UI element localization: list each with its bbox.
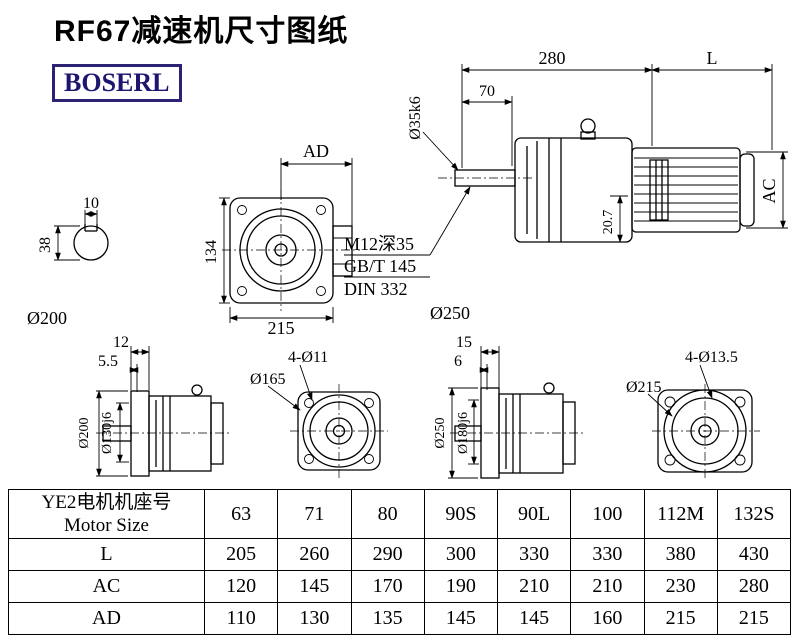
- dim-L-label: L: [707, 48, 718, 68]
- cell-AD-132S: 215: [716, 602, 792, 635]
- cell-AC-63: 120: [203, 570, 279, 603]
- table-row-L: L 205 260 290 300 330 330 380 430: [8, 538, 792, 571]
- size-80: 80: [350, 489, 425, 539]
- cell-AC-90S: 190: [423, 570, 499, 603]
- dim-d180j6-label: Ø180j6: [456, 412, 471, 454]
- size-71: 71: [277, 489, 352, 539]
- dim-d130j6-label: Ø130j6: [100, 412, 115, 454]
- cell-AD-71: 130: [277, 602, 352, 635]
- dim-12-label: 12: [113, 334, 129, 351]
- cell-AD-63: 110: [203, 602, 279, 635]
- size-90S: 90S: [423, 489, 499, 539]
- table-header-row: YE2电机机座号 Motor Size 63 71 80 90S 90L 100…: [8, 489, 792, 539]
- cell-L-112M: 380: [643, 538, 718, 571]
- dim-215-label: 215: [268, 318, 295, 338]
- page-title: RF67减速机尺寸图纸: [54, 15, 349, 48]
- size-112M: 112M: [643, 489, 718, 539]
- size-90L: 90L: [496, 489, 572, 539]
- table-row-AD: AD 110 130 135 145 145 160 215 215: [8, 602, 792, 635]
- cell-L-90S: 300: [423, 538, 499, 571]
- cell-AD-100: 160: [570, 602, 645, 635]
- dim-6-label: 6: [454, 353, 462, 370]
- dim-5-5-label: 5.5: [98, 353, 118, 370]
- dim-20-7-label: 20.7: [601, 210, 616, 235]
- side-view-large-frame: 15 6 Ø250 Ø180j6: [433, 334, 585, 479]
- dim-280-label: 280: [539, 48, 566, 68]
- shaft-key-section: 10 38 Ø200: [27, 195, 109, 328]
- bolt-pattern-1-label: 4-Ø11: [288, 349, 328, 366]
- cell-AC-90L: 210: [496, 570, 572, 603]
- dim-70-label: 70: [479, 83, 495, 100]
- standard-din332: DIN 332: [344, 279, 408, 299]
- dim-shaft-dia-label: Ø35k6: [407, 96, 424, 140]
- size-100: 100: [570, 489, 645, 539]
- dim-38-label: 38: [37, 237, 54, 253]
- dim-d215-label: Ø215: [626, 379, 662, 396]
- flange-view-small-frame: 4-Ø11 Ø165: [250, 349, 388, 478]
- side-view-small-frame: 12 5.5 Ø200 Ø130j6: [77, 334, 230, 477]
- size-63: 63: [203, 489, 279, 539]
- front-view-gearbox: AD 134 215: [203, 141, 360, 338]
- technical-drawing: 280 L 70 Ø35k6 AC 20.7 M12深35 GB/T 145 D…: [27, 48, 788, 480]
- dim-d165-label: Ø165: [250, 371, 286, 388]
- cell-AD-90L: 145: [496, 602, 572, 635]
- dim-200-disc-label: Ø200: [27, 308, 67, 328]
- dim-AC-label: AC: [759, 178, 779, 203]
- cell-L-63: 205: [203, 538, 279, 571]
- standard-gbt145: GB/T 145: [344, 256, 416, 276]
- dim-250-label: Ø250: [430, 303, 470, 323]
- cell-AD-112M: 215: [643, 602, 718, 635]
- motor-size-header: YE2电机机座号 Motor Size: [8, 489, 205, 539]
- cell-AC-80: 170: [350, 570, 425, 603]
- dim-AD-label: AD: [303, 141, 329, 161]
- brand-logo: BOSERL: [52, 64, 182, 102]
- dim-10-label: 10: [83, 195, 99, 212]
- thread-callout: M12深35: [344, 234, 414, 254]
- cell-L-90L: 330: [496, 538, 572, 571]
- dim-15-label: 15: [456, 334, 472, 351]
- motor-size-header-en: Motor Size: [64, 515, 149, 536]
- cell-L-100: 330: [570, 538, 645, 571]
- side-view-gearmotor: 280 L 70 Ø35k6 AC 20.7 M12深35 GB/T 145 D…: [344, 48, 788, 323]
- row-label-AD: AD: [8, 602, 205, 635]
- dim-d250-label: Ø250: [433, 417, 448, 448]
- dim-134-label: 134: [203, 240, 220, 264]
- cell-AC-100: 210: [570, 570, 645, 603]
- flange-view-large-frame: 4-Ø13.5 Ø215: [626, 349, 760, 480]
- cell-AC-71: 145: [277, 570, 352, 603]
- cell-AC-112M: 230: [643, 570, 718, 603]
- row-label-L: L: [8, 538, 205, 571]
- cell-AD-80: 135: [350, 602, 425, 635]
- dim-d200-label: Ø200: [77, 417, 92, 448]
- cell-L-80: 290: [350, 538, 425, 571]
- size-132S: 132S: [716, 489, 792, 539]
- cell-L-132S: 430: [716, 538, 792, 571]
- motor-size-header-cn: YE2电机机座号: [41, 492, 172, 513]
- cell-L-71: 260: [277, 538, 352, 571]
- table-row-AC: AC 120 145 170 190 210 210 230 280: [8, 570, 792, 603]
- cell-AC-132S: 280: [716, 570, 792, 603]
- dimension-table: YE2电机机座号 Motor Size 63 71 80 90S 90L 100…: [8, 489, 792, 635]
- bolt-pattern-2-label: 4-Ø13.5: [685, 349, 738, 366]
- row-label-AC: AC: [8, 570, 205, 603]
- cell-AD-90S: 145: [423, 602, 499, 635]
